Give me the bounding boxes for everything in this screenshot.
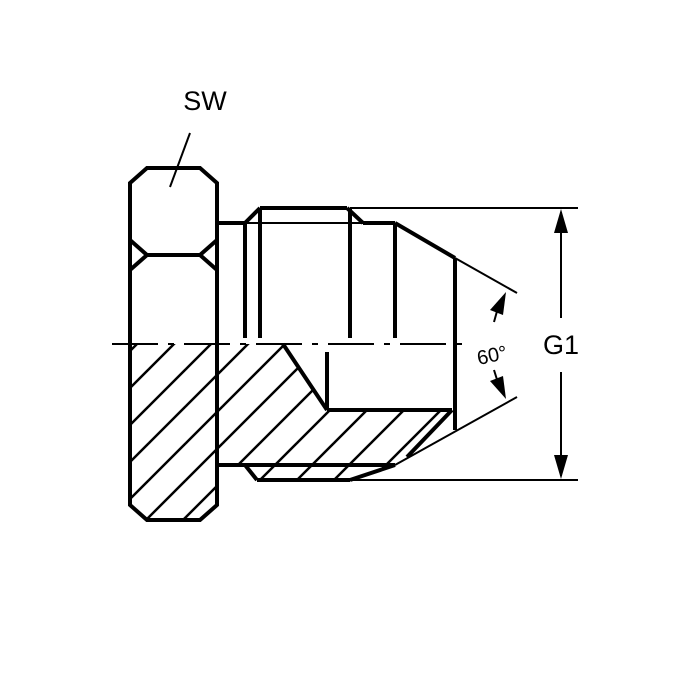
angle-arrow-down-icon (490, 376, 506, 399)
cone-angle-label: 60° (475, 342, 509, 370)
arrow-down-icon (554, 455, 568, 479)
thread-size-label: G1 (543, 330, 579, 360)
cone-angle-dimension: 60° (475, 292, 509, 399)
hex-head-outline (128, 166, 219, 522)
wrench-size-callout: SW (169, 86, 227, 188)
thread-body-upper (217, 206, 518, 430)
hex-flat-line (128, 238, 219, 272)
wrench-size-label: SW (183, 86, 227, 116)
thread-body-lower (217, 342, 518, 482)
g1-dimension: G1 (350, 207, 579, 481)
angle-arrow-up-icon (490, 292, 506, 315)
section-hatching (130, 344, 452, 520)
arrow-up-icon (554, 209, 568, 233)
